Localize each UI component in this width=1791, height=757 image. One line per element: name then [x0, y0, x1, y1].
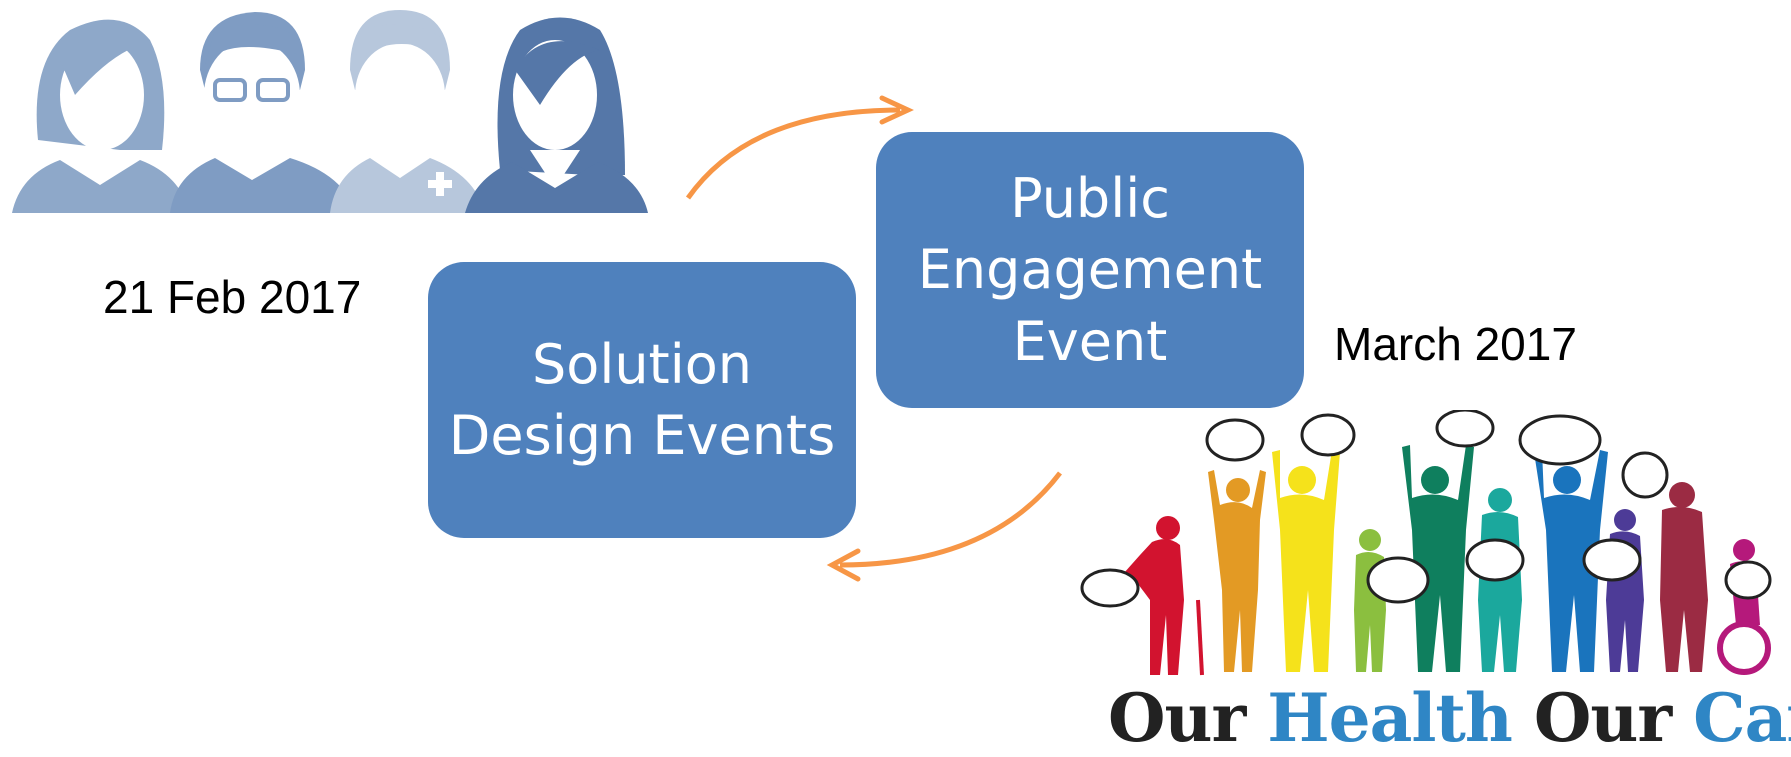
- speech-bubbles: [1080, 410, 1772, 608]
- public-engagement-event-node: Public Engagement Event: [876, 132, 1304, 408]
- woman-dark-avatar-icon: [465, 17, 648, 213]
- logo-word: Health: [1267, 679, 1513, 757]
- nurse-avatar-icon: [330, 10, 485, 213]
- solution-design-events-node: Solution Design Events: [428, 262, 856, 538]
- curved-arrow-return-icon: [826, 471, 1062, 582]
- node-line: Event: [1012, 309, 1168, 373]
- woman-avatar-icon: [12, 19, 190, 213]
- node-line: Solution: [532, 332, 752, 396]
- logo-word: Care: [1693, 679, 1791, 757]
- crowd-speech-bubbles-icon: [1080, 410, 1772, 676]
- date-right: March 2017: [1334, 318, 1577, 370]
- node-line: Engagement: [917, 238, 1263, 302]
- man-glasses-avatar-icon: [170, 12, 355, 213]
- crowd-figures: [1116, 445, 1771, 676]
- our-health-our-care-logo: Our Health Our Care: [1108, 680, 1791, 756]
- logo-word: Our: [1533, 679, 1672, 757]
- node-line: Public: [1010, 167, 1170, 231]
- date-left: 21 Feb 2017: [103, 271, 362, 323]
- logo-word: Our: [1108, 679, 1246, 757]
- curved-arrow-icon: [685, 95, 914, 200]
- node-line: Design Events: [448, 404, 836, 467]
- people-avatars-icon: [12, 10, 648, 213]
